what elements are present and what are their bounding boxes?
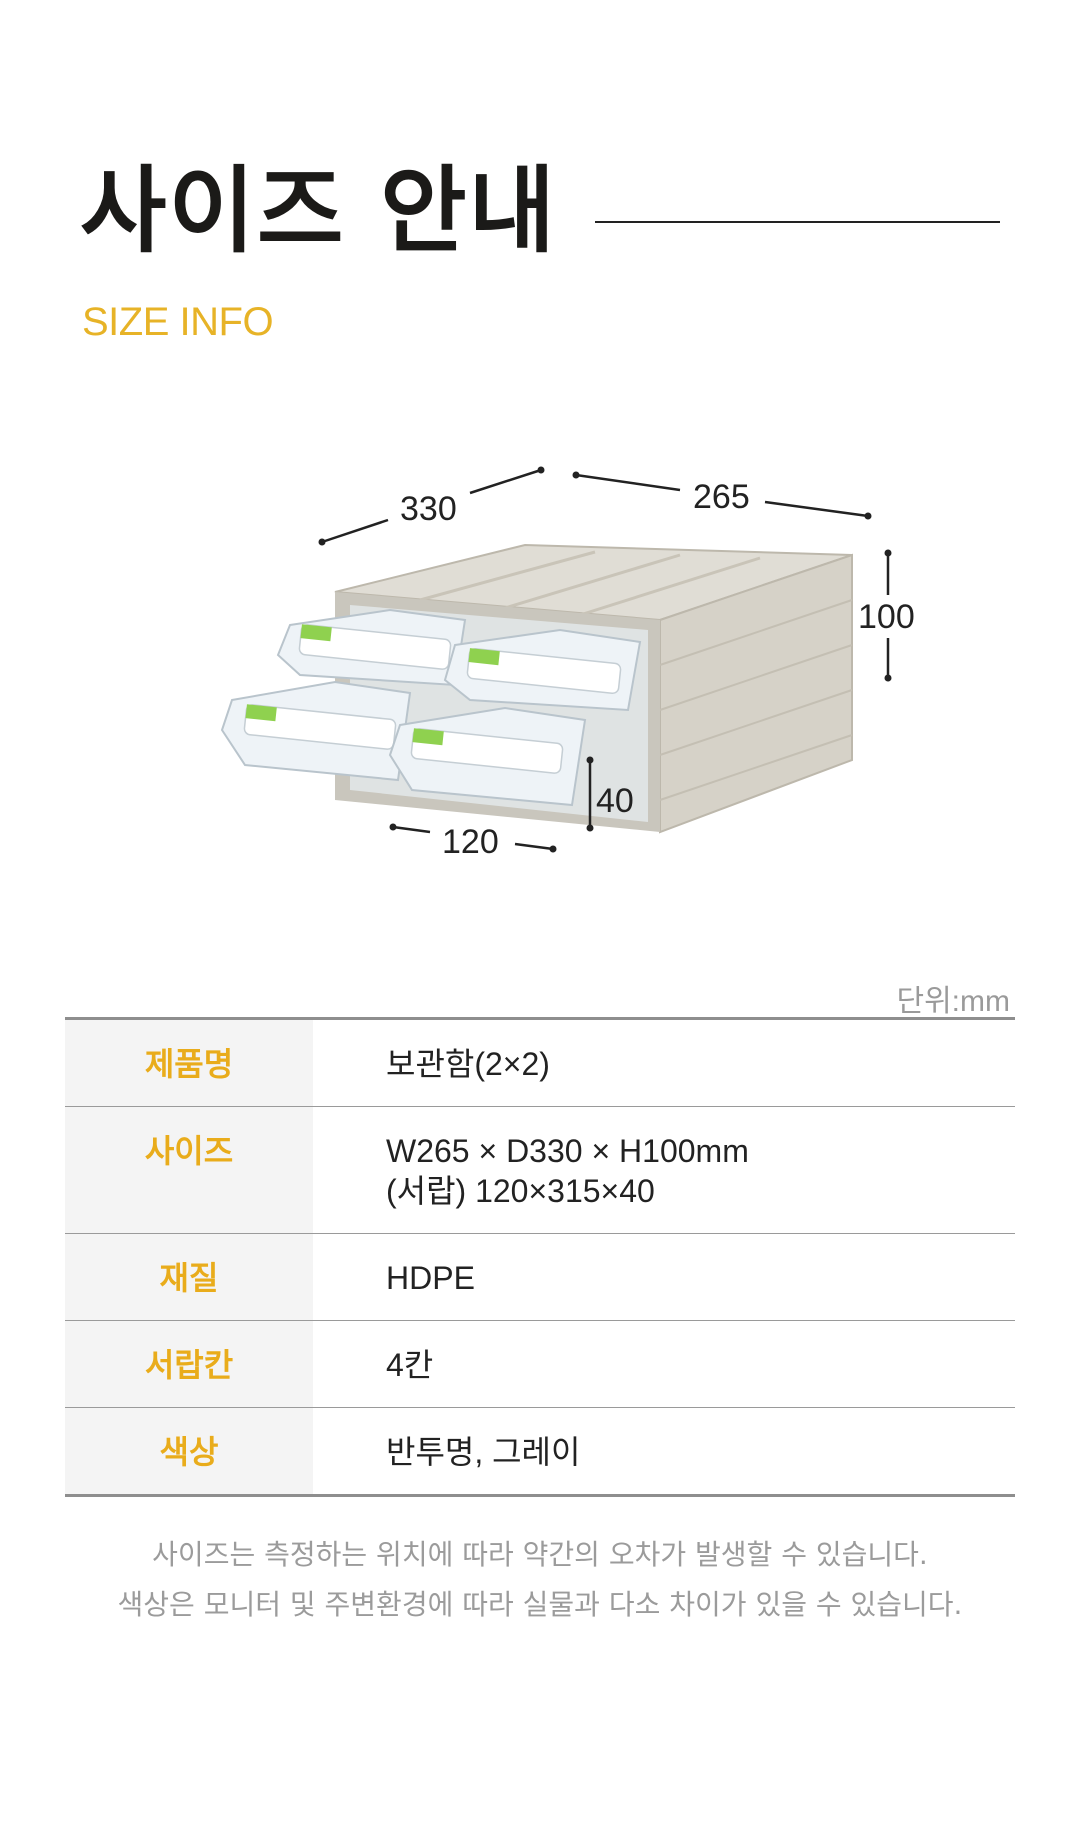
drawer-width-dim-line	[514, 842, 554, 851]
dim-endpoint	[864, 512, 872, 520]
drawer-bottom-right[interactable]	[388, 706, 587, 807]
spec-label: 사이즈	[65, 1106, 313, 1234]
spec-value-line: W265 × D330 × H100mm	[386, 1133, 749, 1169]
table-row: 색상 반투명, 그레이	[65, 1407, 1015, 1496]
note-line: 사이즈는 측정하는 위치에 따라 약간의 오차가 발생할 수 있습니다.	[152, 1538, 928, 1571]
dim-endpoint	[586, 756, 594, 764]
depth-dim-label: 330	[400, 490, 457, 528]
spec-label: 색상	[65, 1407, 313, 1496]
dim-endpoint	[537, 466, 545, 474]
dim-endpoint	[318, 538, 326, 546]
note-line: 색상은 모니터 및 주변환경에 따라 실물과 다소 차이가 있을 수 있습니다.	[117, 1588, 963, 1621]
spec-label: 제품명	[65, 1018, 313, 1107]
dim-endpoint	[884, 549, 892, 557]
height-dim-label: 100	[858, 598, 915, 636]
table-row: 사이즈 W265 × D330 × H100mm (서랍) 120×315×40	[65, 1106, 1015, 1234]
drawer-top-left[interactable]	[276, 608, 467, 687]
table-row: 서랍칸 4칸	[65, 1320, 1015, 1408]
dim-endpoint	[389, 823, 397, 831]
storage-box-illustration: 330 265 100	[220, 466, 915, 861]
depth-dim-line	[469, 468, 542, 495]
spec-value: HDPE	[313, 1233, 1015, 1321]
depth-dim-line	[321, 518, 389, 544]
title-divider	[595, 221, 1000, 223]
spec-table: 제품명 보관함(2×2) 사이즈 W265 × D330 × H100mm (서…	[65, 1017, 1015, 1497]
dim-endpoint	[586, 824, 594, 832]
spec-value: 보관함(2×2)	[386, 1046, 550, 1082]
spec-value-line: (서랍) 120×315×40	[386, 1173, 655, 1209]
dim-endpoint	[549, 845, 557, 853]
page-subtitle: SIZE INFO	[82, 300, 274, 344]
drawer-top-right[interactable]	[443, 628, 642, 712]
width-dim-line	[575, 473, 681, 492]
disclaimer-notes: 사이즈는 측정하는 위치에 따라 약간의 오차가 발생할 수 있습니다. 색상은…	[0, 1530, 1080, 1630]
width-dim-label: 265	[693, 478, 750, 516]
table-row: 제품명 보관함(2×2)	[65, 1018, 1015, 1107]
dim-endpoint	[884, 674, 892, 682]
spec-value: 4칸	[313, 1320, 1015, 1408]
table-row: 재질 HDPE	[65, 1233, 1015, 1321]
spec-label: 서랍칸	[65, 1320, 313, 1408]
drawer-width-dim-label: 120	[442, 823, 499, 861]
page-title: 사이즈 안내	[80, 157, 558, 266]
spec-value: W265 × D330 × H100mm (서랍) 120×315×40	[313, 1106, 1015, 1234]
spec-value: 반투명, 그레이	[313, 1407, 1015, 1496]
dim-endpoint	[572, 471, 580, 479]
product-figure: 330 265 100	[0, 460, 1080, 880]
drawer-bottom-left[interactable]	[220, 680, 412, 782]
drawer-height-dim-label: 40	[596, 782, 634, 820]
unit-label: 단위:mm	[896, 985, 1010, 1018]
spec-label: 재질	[65, 1233, 313, 1321]
drawer-width-dim-line	[392, 825, 431, 834]
width-dim-line	[764, 500, 869, 518]
